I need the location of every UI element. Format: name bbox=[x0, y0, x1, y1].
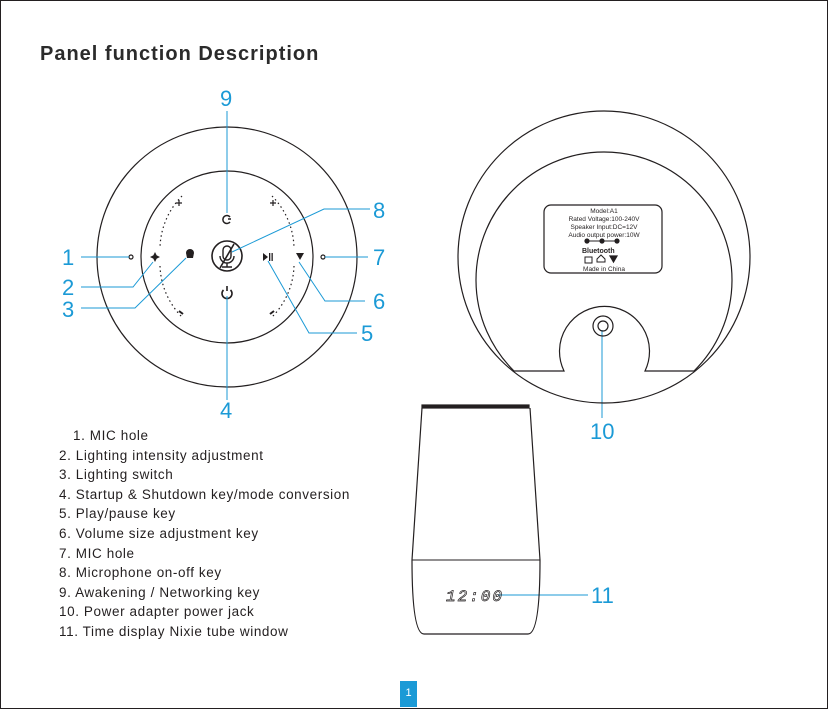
light-minus-icon bbox=[178, 310, 184, 315]
label-input: Speaker Input:DC=12V bbox=[570, 224, 638, 231]
callout-line-2 bbox=[81, 261, 154, 288]
label-model: Model:A1 bbox=[590, 208, 618, 215]
label-dot-right bbox=[614, 238, 620, 244]
description-item: 4. Startup & Shutdown key/mode conversio… bbox=[59, 486, 351, 502]
description-item: 5. Play/pause key bbox=[59, 506, 176, 522]
description-item: 6. Volume size adjustment key bbox=[59, 525, 259, 541]
callout-8: 8 bbox=[373, 198, 385, 223]
brightness-icon[interactable] bbox=[150, 252, 160, 262]
label-made-in: Made in China bbox=[583, 266, 625, 273]
description-item: 9. Awakening / Networking key bbox=[59, 584, 261, 600]
callout-line-5 bbox=[267, 260, 357, 334]
play-icon[interactable] bbox=[263, 253, 268, 261]
pause-icon bbox=[269, 253, 271, 261]
light-plus-icon bbox=[176, 200, 182, 206]
description-item: 3. Lighting switch bbox=[59, 467, 174, 483]
label-square-icon bbox=[584, 256, 593, 264]
rating-label-plate bbox=[543, 204, 663, 274]
description-item: 11. Time display Nixie tube window bbox=[59, 623, 289, 639]
label-house-icon bbox=[596, 254, 606, 263]
description-list: 1. MIC hole 2. Lighting intensity adjust… bbox=[59, 426, 350, 642]
label-dot-mid bbox=[599, 238, 605, 244]
microphone-icon bbox=[219, 245, 235, 268]
bottom-view-diagram bbox=[457, 110, 751, 404]
description-item: 10. Power adapter power jack bbox=[59, 604, 255, 620]
power-jack-inner[interactable] bbox=[597, 320, 609, 332]
light-switch-icon[interactable] bbox=[186, 249, 194, 258]
light-arc-upper bbox=[159, 195, 183, 249]
description-item: 8. Microphone on-off key bbox=[59, 565, 222, 581]
label-bluetooth: Bluetooth bbox=[582, 248, 615, 255]
callout-11: 11 bbox=[591, 583, 614, 608]
bottom-outer-ring bbox=[457, 110, 751, 404]
callout-2: 2 bbox=[62, 275, 74, 300]
mic-hole-right bbox=[320, 254, 326, 260]
page-title: Panel function Description bbox=[40, 43, 320, 65]
mic-slash-icon bbox=[219, 243, 235, 269]
pause-icon-bar bbox=[271, 253, 273, 261]
speaker-side-view bbox=[411, 404, 541, 635]
callout-6: 6 bbox=[373, 289, 385, 314]
callout-7: 7 bbox=[373, 245, 385, 270]
light-arc-lower bbox=[159, 265, 183, 318]
label-triangle-icon bbox=[608, 255, 619, 264]
label-dot-left bbox=[584, 238, 590, 244]
volume-plus-icon bbox=[270, 200, 276, 206]
callout-3: 3 bbox=[62, 297, 74, 322]
callout-9: 9 bbox=[220, 86, 232, 111]
label-voltage: Rated Voltage:100-240V bbox=[569, 216, 640, 223]
callout-line-3 bbox=[81, 257, 187, 309]
mic-hole-left bbox=[128, 254, 134, 260]
clock-display-window: 12:00 bbox=[446, 588, 504, 606]
description-item: 2. Lighting intensity adjustment bbox=[59, 447, 264, 463]
callout-1: 1 bbox=[62, 245, 74, 270]
bottom-inner-ring bbox=[475, 151, 733, 372]
volume-arc-upper bbox=[271, 195, 295, 249]
top-panel-filled-icons bbox=[150, 249, 304, 262]
volume-minus-icon bbox=[269, 310, 275, 315]
description-item: 7. MIC hole bbox=[59, 545, 135, 561]
wake-icon[interactable] bbox=[222, 214, 231, 225]
power-jack-outer bbox=[592, 315, 614, 337]
callout-5: 5 bbox=[361, 321, 373, 346]
description-item: 1. MIC hole bbox=[73, 428, 149, 443]
volume-arc-lower bbox=[271, 265, 295, 318]
callout-line-8 bbox=[231, 208, 370, 253]
page-number: 1 bbox=[400, 681, 417, 707]
rating-label-text: Model:A1 Rated Voltage:100-240V Speaker … bbox=[568, 208, 640, 273]
label-power: Audio output power:10W bbox=[568, 232, 640, 239]
callout-line-6 bbox=[298, 261, 365, 302]
callout-numbers: 1 2 3 4 5 6 7 8 9 10 11 bbox=[62, 86, 614, 608]
volume-down-icon[interactable] bbox=[296, 253, 304, 260]
callout-10: 10 bbox=[590, 419, 614, 444]
mic-button[interactable] bbox=[211, 240, 243, 272]
speaker-top-cap bbox=[421, 404, 530, 409]
callout-4: 4 bbox=[220, 398, 232, 423]
speaker-body bbox=[411, 407, 541, 635]
